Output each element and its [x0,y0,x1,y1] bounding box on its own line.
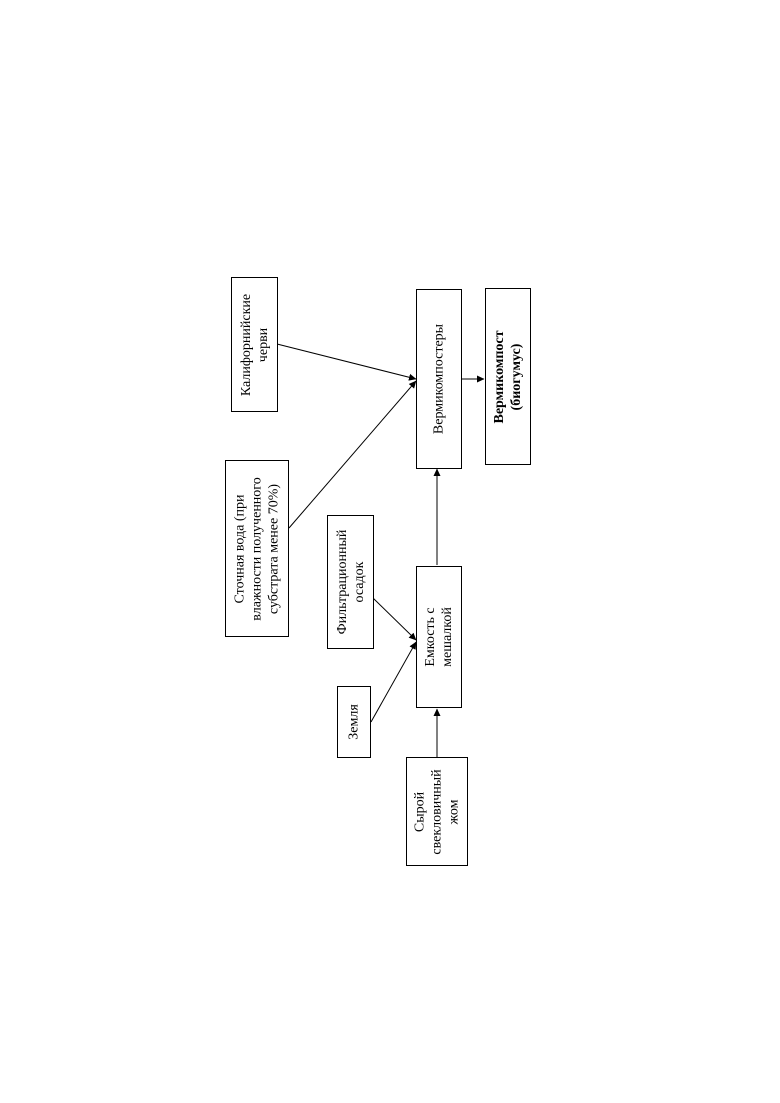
node-beet-pulp-line-2: свекловичный [429,769,446,854]
node-vermicompost-line-2: (биогумус) [508,330,525,423]
node-wastewater-line-3: субстрата менее 70%) [266,477,283,620]
node-filter-cake: Фильтрационный осадок [327,515,374,649]
node-wastewater-line-1: Сточная вода (при [232,477,249,620]
node-mixer-tank-line-1: Емкость с [422,607,439,667]
node-beet-pulp-line-3: жом [446,769,463,854]
node-filter-cake-line-1: Фильтрационный [334,530,351,635]
node-beet-pulp-line-1: Сырой [412,769,429,854]
node-vermicomposters: Вермикомпостеры [416,289,462,469]
node-vermicompost: Вермикомпост (биогумус) [485,288,531,465]
node-vermicompost-line-1: Вермикомпост [491,330,508,423]
node-mixer-tank-line-2: мешалкой [439,607,456,667]
node-soil: Земля [337,686,371,758]
arrow-worms-to-vermicomposters [277,344,416,379]
node-beet-pulp: Сырой свекловичный жом [406,757,468,866]
node-filter-cake-line-2: осадок [351,530,368,635]
arrow-wastewater-to-vermicomposters [289,381,416,528]
node-mixer-tank: Емкость с мешалкой [416,566,462,708]
node-worms-line-2: черви [255,293,272,395]
arrow-filter-cake-to-mixer [373,598,416,640]
node-wastewater: Сточная вода (при влажности полученного … [225,460,289,637]
node-soil-line-1: Земля [346,704,363,740]
arrow-soil-to-mixer [371,642,416,722]
node-wastewater-line-2: влажности полученного [249,477,266,620]
node-worms-line-1: Калифорнийские [238,293,255,395]
node-vermicomposters-line-1: Вермикомпостеры [431,324,448,434]
node-worms: Калифорнийские черви [231,277,278,412]
